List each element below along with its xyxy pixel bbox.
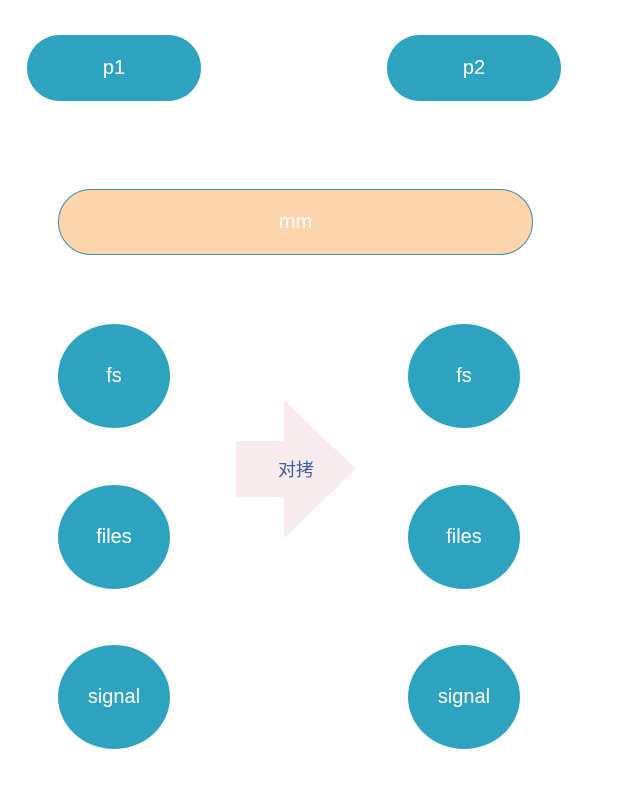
left-signal-label: signal bbox=[87, 685, 141, 708]
left-fs-node: fs bbox=[58, 324, 170, 428]
mm-label: mm bbox=[278, 210, 313, 233]
process-p2: p2 bbox=[387, 35, 561, 101]
right-fs-label: fs bbox=[456, 364, 472, 387]
process-p1: p1 bbox=[27, 35, 201, 101]
right-signal-label: signal bbox=[437, 685, 491, 708]
process-p1-label: p1 bbox=[102, 56, 126, 79]
copy-arrow: 对拷 bbox=[236, 400, 356, 538]
copy-arrow-label: 对拷 bbox=[278, 460, 314, 481]
right-signal-node: signal bbox=[408, 645, 520, 749]
left-fs-label: fs bbox=[106, 364, 122, 387]
mm-node: mm bbox=[58, 189, 533, 255]
left-files-label: files bbox=[96, 525, 132, 548]
arrow-shape-icon bbox=[236, 400, 356, 538]
left-signal-node: signal bbox=[58, 645, 170, 749]
left-files-node: files bbox=[58, 485, 170, 589]
right-fs-node: fs bbox=[408, 324, 520, 428]
process-p2-label: p2 bbox=[462, 56, 486, 79]
right-files-node: files bbox=[408, 485, 520, 589]
right-files-label: files bbox=[446, 525, 482, 548]
